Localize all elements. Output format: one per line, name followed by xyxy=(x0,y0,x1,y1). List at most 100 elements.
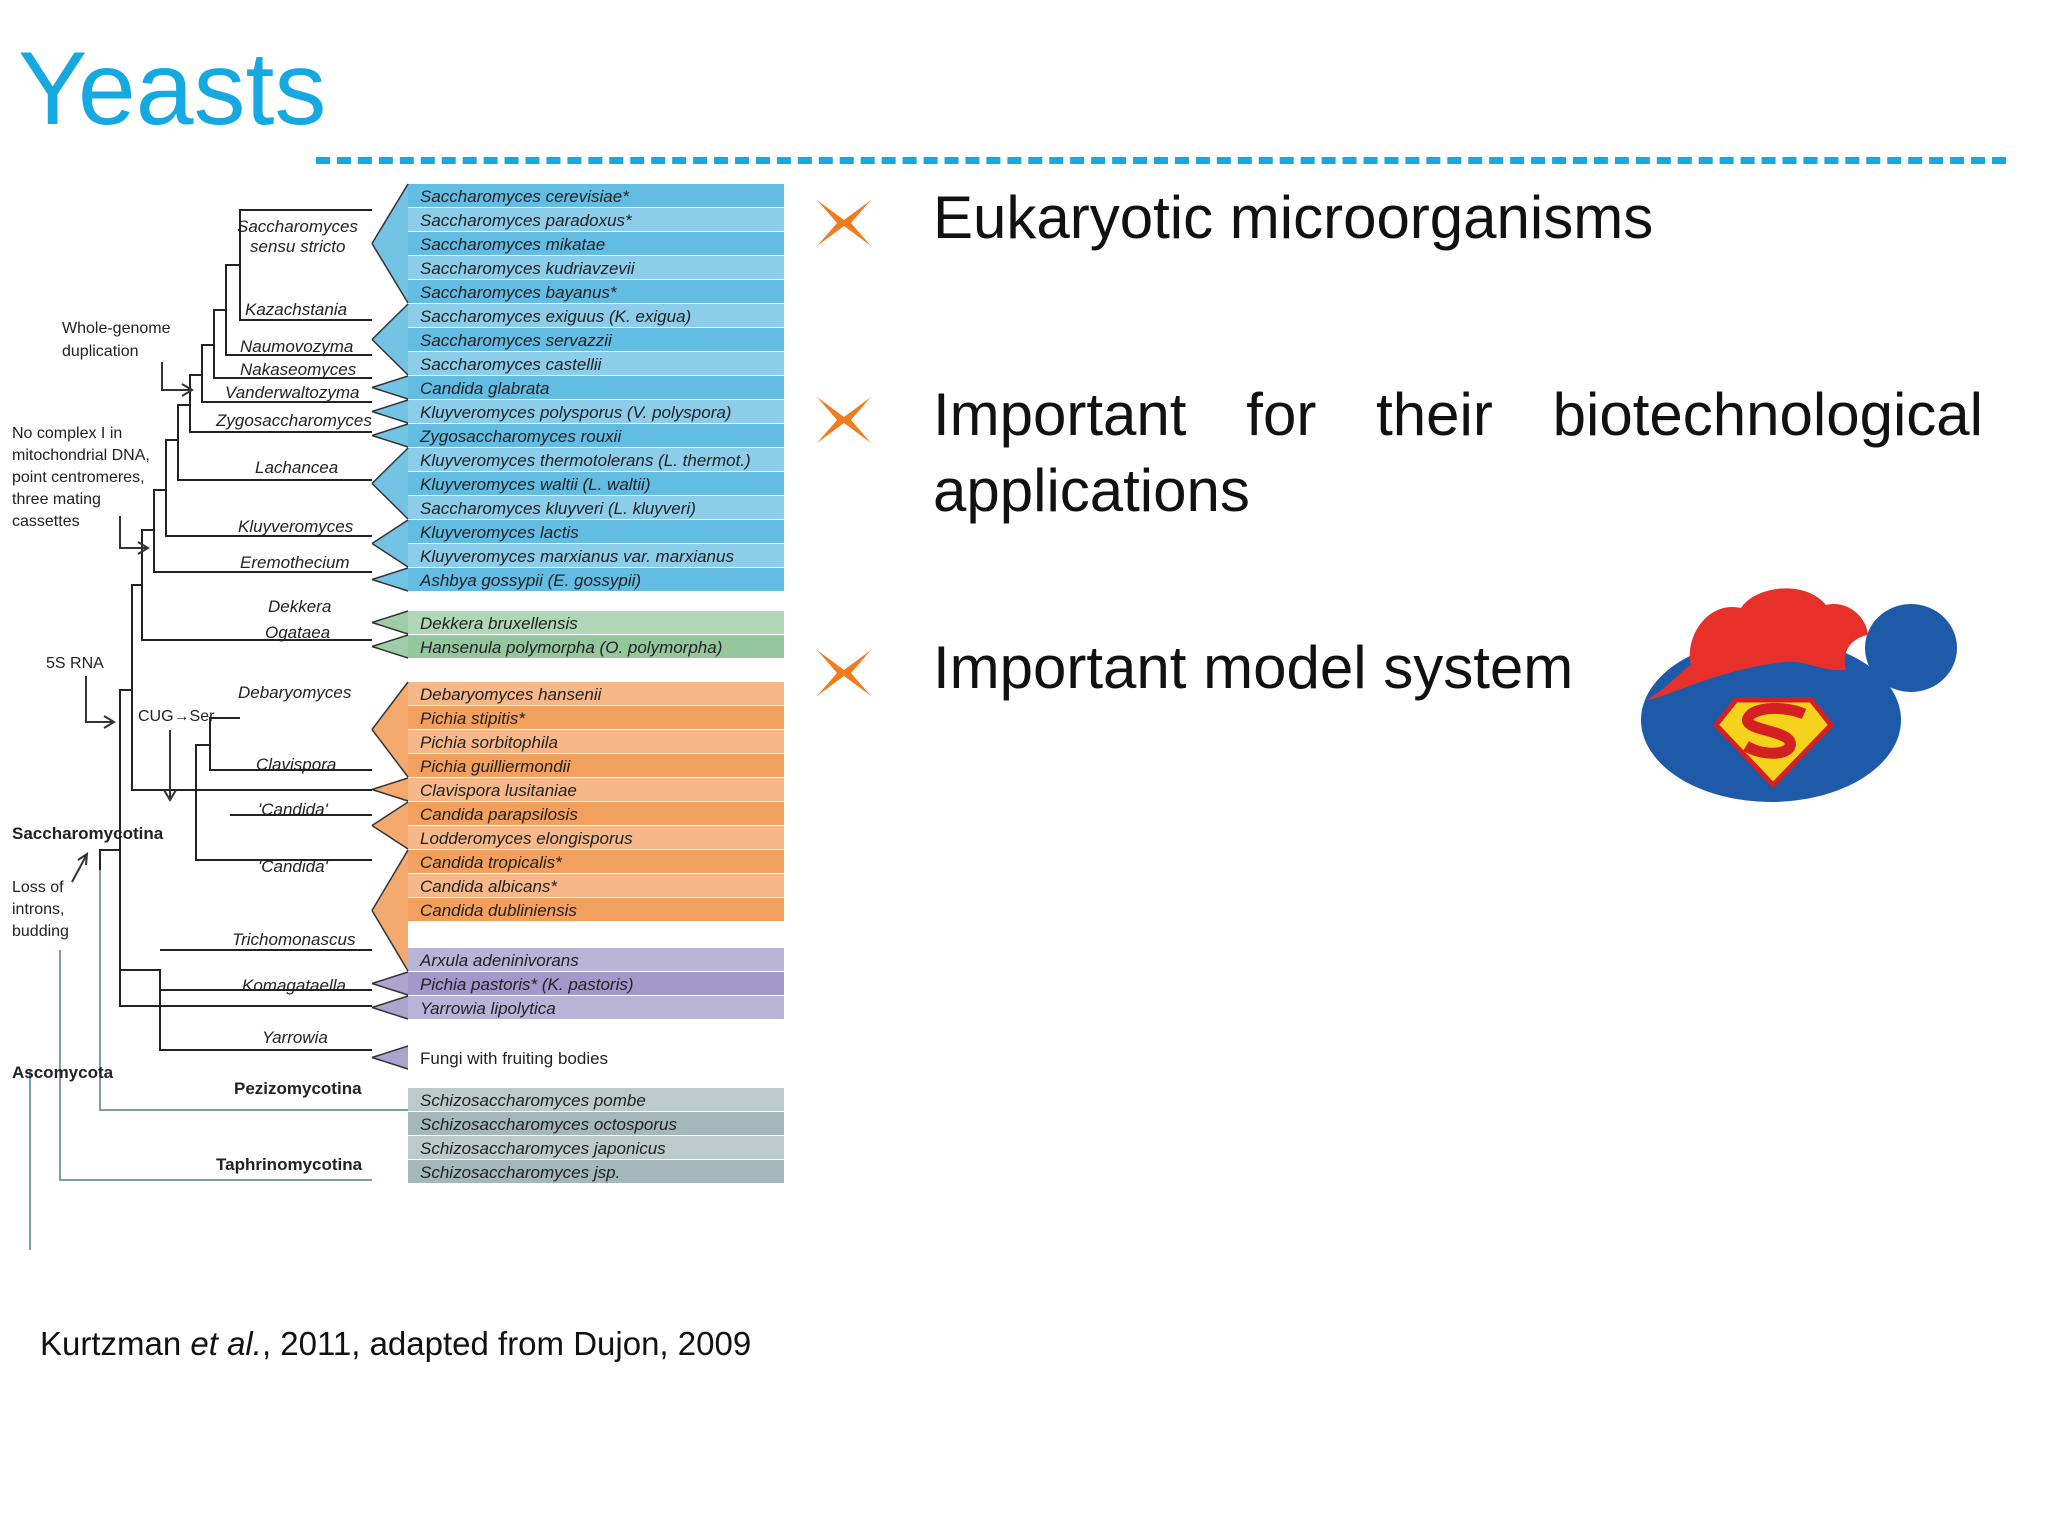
genus-label-naumovozyma: Naumovozyma xyxy=(240,337,353,356)
species-band xyxy=(408,706,784,729)
genus-label-nakaseomyces: Nakaseomyces xyxy=(240,360,357,379)
species-band xyxy=(408,1112,784,1135)
tree-branch xyxy=(99,849,120,870)
species-label: Saccharomyces exiguus (K. exigua) xyxy=(420,307,691,326)
wgd-arrow-icon xyxy=(161,362,190,391)
slide-title: Yeasts xyxy=(18,31,327,147)
clade-wedge xyxy=(372,304,408,375)
genus-label-kluyveromyces: Kluyveromyces xyxy=(238,517,354,536)
species-band xyxy=(408,208,784,231)
genus-label-ogataea: Ogataea xyxy=(265,623,330,642)
note-loss-of-introns-2: introns, xyxy=(12,901,64,918)
species-band xyxy=(408,802,784,825)
species-band xyxy=(408,352,784,375)
species-band xyxy=(408,948,784,971)
loss-arrowhead-icon xyxy=(77,852,89,866)
clade-wedge-edge xyxy=(371,777,409,802)
rna-arrow-icon xyxy=(85,676,112,723)
clade-wedge xyxy=(372,972,408,995)
clade-wedge xyxy=(372,996,408,1019)
species-label: Pichia guilliermondii xyxy=(420,757,571,776)
clade-wedge xyxy=(372,568,408,591)
genus-label-yarrowia: Yarrowia xyxy=(262,1028,328,1047)
species-label: Saccharomyces paradoxus* xyxy=(420,211,633,230)
cug-arrowhead-icon xyxy=(163,789,177,802)
genus-label-vanderwaltozyma: Vanderwaltozyma xyxy=(225,383,360,402)
genus-label-zygosaccharomyces: Zygosaccharomyces xyxy=(215,411,372,430)
clade-wedge-edge xyxy=(371,183,409,304)
species-band xyxy=(408,448,784,471)
tree-branch xyxy=(141,529,372,641)
note-5s-rna: 5S RNA xyxy=(46,655,104,672)
species-band xyxy=(408,972,784,995)
species-band xyxy=(408,232,784,255)
species-band xyxy=(408,472,784,495)
genus-label-dekkera: Dekkera xyxy=(268,597,331,616)
species-label: Candida parapsilosis xyxy=(420,805,578,824)
species-label: Schizosaccharomyces octosporus xyxy=(420,1115,678,1134)
note-whole-genome-duplication-1: Whole-genome xyxy=(62,320,171,337)
species-label: Saccharomyces mikatae xyxy=(420,235,605,254)
note-no-complex-2: mitochondrial DNA, xyxy=(12,447,150,464)
species-labels: Saccharomyces cerevisiae* Saccharomyces p… xyxy=(419,187,751,1182)
clade-wedges xyxy=(371,183,409,1070)
complex-arrowhead-icon xyxy=(137,541,150,555)
note-loss-of-introns-3: budding xyxy=(12,923,69,940)
clade-label-taphrinomycotina: Taphrinomycotina xyxy=(216,1155,363,1174)
genus-label-eremothecium: Eremothecium xyxy=(240,553,350,572)
tree-branch xyxy=(195,744,372,861)
species-label: Saccharomyces cerevisiae* xyxy=(420,187,630,206)
clade-wedge xyxy=(372,850,408,971)
tree-branches xyxy=(29,209,408,1250)
species-label: Candida tropicalis* xyxy=(420,853,563,872)
clade-wedge-edge xyxy=(371,995,409,1020)
note-no-complex-3: point centromeres, xyxy=(12,469,145,486)
note-cug-ser: CUG→Ser xyxy=(138,708,215,725)
rna-arrowhead-icon xyxy=(103,715,116,729)
genus-label-candida-1: 'Candida' xyxy=(258,800,329,819)
clade-wedge-edge xyxy=(371,634,409,659)
clade-wedge xyxy=(372,802,408,849)
clade-wedge-edge xyxy=(371,801,409,850)
genus-label-saccharomyces: Saccharomyces xyxy=(237,217,358,236)
genus-labels: Saccharomyces sensu stricto Kazachstania… xyxy=(215,217,372,1047)
species-band xyxy=(408,328,784,351)
species-band xyxy=(408,778,784,801)
clade-wedge xyxy=(372,1046,408,1069)
wgd-arrowhead-icon xyxy=(181,383,194,397)
orange-star-bullet-icon xyxy=(817,650,871,696)
species-label: Candida dubliniensis xyxy=(420,901,577,920)
species-band xyxy=(408,898,784,921)
species-label: Kluyveromyces thermotolerans (L. thermot… xyxy=(420,451,751,470)
note-no-complex-1: No complex I in xyxy=(12,425,122,442)
species-label: Saccharomyces bayanus* xyxy=(420,283,618,302)
species-label: Kluyveromyces lactis xyxy=(420,523,579,542)
clade-label-saccharomycotina: Saccharomycotina xyxy=(12,824,164,843)
species-band xyxy=(408,568,784,591)
species-label: Schizosaccharomyces japonicus xyxy=(420,1139,666,1158)
genus-label-kazachstania: Kazachstania xyxy=(245,300,347,319)
yeast-phylogenetic-tree: Saccharomyces cerevisiae* Saccharomyces p… xyxy=(0,170,784,1250)
tree-branch xyxy=(120,969,372,1051)
species-band xyxy=(408,730,784,753)
species-label: Schizosaccharomyces pombe xyxy=(420,1091,646,1110)
species-band xyxy=(408,611,784,634)
outgroup-branch xyxy=(59,950,372,1181)
clade-wedge-edge xyxy=(371,849,409,972)
species-band xyxy=(408,520,784,543)
species-band xyxy=(408,256,784,279)
species-band xyxy=(408,850,784,873)
species-label: Debaryomyces hansenii xyxy=(420,685,603,704)
clade-wedge xyxy=(372,424,408,447)
clade-wedge-edge xyxy=(371,303,409,376)
clade-wedge-edge xyxy=(371,1045,409,1070)
species-label: Lodderomyces elongisporus xyxy=(420,829,633,848)
source-citation: Kurtzman et al., 2011, adapted from Dujo… xyxy=(40,1325,751,1363)
clade-wedge-edge xyxy=(371,567,409,592)
species-band xyxy=(408,376,784,399)
note-whole-genome-duplication-2: duplication xyxy=(62,343,139,360)
species-band xyxy=(408,1088,784,1111)
species-label: Saccharomyces servazzii xyxy=(420,331,613,350)
citation-suffix: , 2011, adapted from Dujon, 2009 xyxy=(261,1325,752,1362)
species-label: Pichia stipitis* xyxy=(420,709,526,728)
